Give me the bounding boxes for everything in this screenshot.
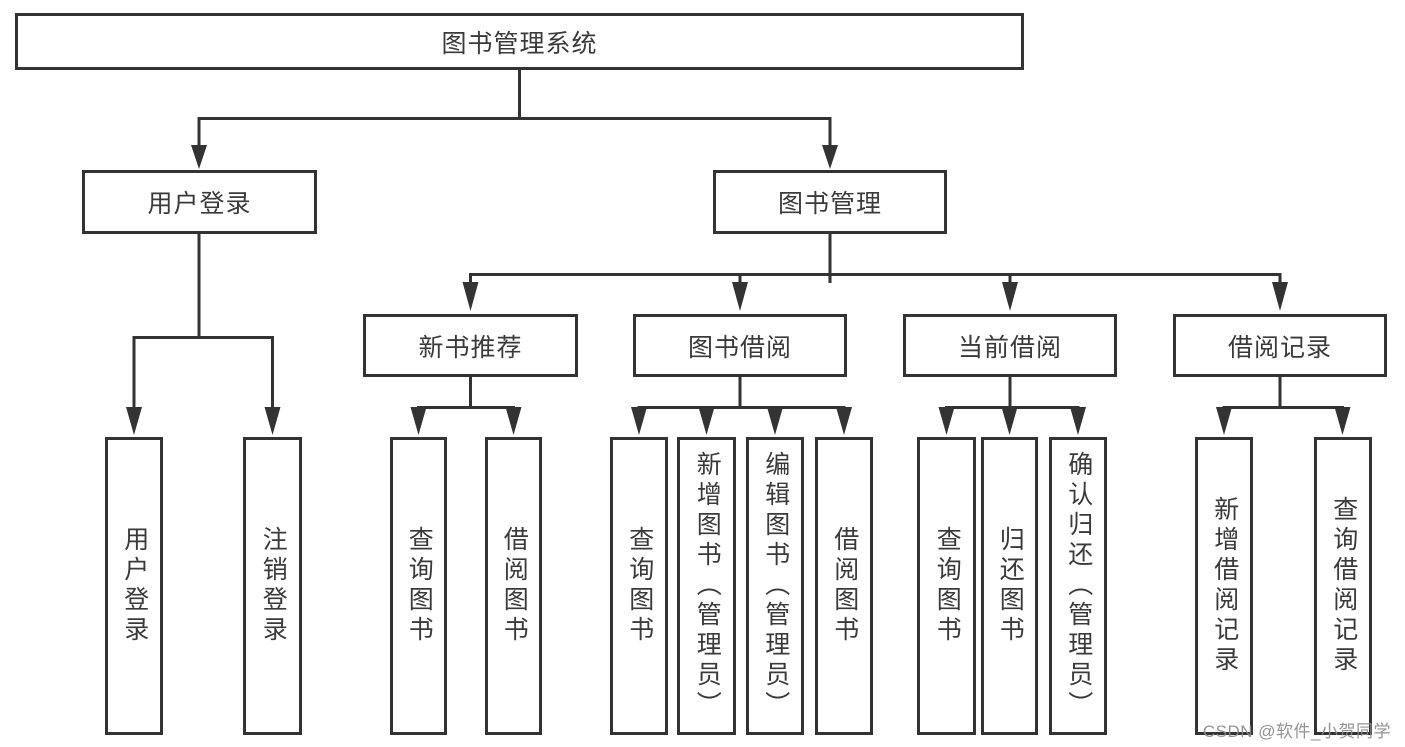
leaf-label: 归还图书 [996, 526, 1025, 646]
leaf-label: 编辑图书（管理员） [761, 451, 790, 721]
leaf-label: 用户登录 [120, 526, 149, 646]
node-user-login: 用户登录 [82, 170, 317, 234]
leaf-confirm-return-admin: 确认归还（管理员） [1049, 437, 1107, 735]
leaf-query-books-recommend: 查询图书 [390, 437, 447, 735]
leaf-label: 查询图书 [405, 526, 434, 646]
leaf-add-books-admin: 新增图书（管理员） [677, 437, 736, 735]
leaf-label: 新增借阅记录 [1210, 496, 1239, 676]
node-label: 图书管理系统 [441, 29, 598, 58]
leaf-logout: 注销登录 [243, 437, 302, 735]
leaf-borrow-books: 借阅图书 [815, 437, 873, 735]
node-book-management: 图书管理 [713, 170, 947, 234]
leaf-label: 借阅图书 [500, 526, 529, 646]
node-current-borrowing: 当前借阅 [903, 314, 1117, 377]
leaf-label: 查询图书 [933, 526, 962, 646]
node-new-book-recommend: 新书推荐 [363, 314, 578, 377]
csdn-watermark: CSDN @软件_小贺同学 [1202, 722, 1391, 741]
leaf-edit-books-admin: 编辑图书（管理员） [746, 437, 804, 735]
leaf-add-borrow-record: 新增借阅记录 [1195, 437, 1253, 735]
leaf-query-borrow-record: 查询借阅记录 [1314, 437, 1372, 735]
leaf-label: 确认归还（管理员） [1064, 451, 1093, 721]
leaf-label: 借阅图书 [830, 526, 859, 646]
leaf-label: 注销登录 [259, 526, 288, 646]
leaf-borrow-books-recommend: 借阅图书 [485, 437, 542, 735]
leaf-query-books-borrowing: 查询图书 [610, 437, 668, 735]
node-label: 当前借阅 [957, 333, 1062, 362]
node-label: 用户登录 [147, 190, 252, 218]
node-root: 图书管理系统 [15, 13, 1024, 70]
node-book-borrowing: 图书借阅 [633, 314, 847, 377]
leaf-label: 新增图书（管理员） [693, 451, 722, 721]
node-label: 新书推荐 [418, 333, 523, 362]
leaf-query-books-current: 查询图书 [917, 437, 976, 735]
node-label: 图书管理 [777, 190, 882, 218]
leaf-return-books: 归还图书 [981, 437, 1038, 735]
leaf-label: 查询图书 [625, 526, 654, 646]
node-label: 借阅记录 [1227, 333, 1332, 362]
leaf-user-login: 用户登录 [105, 437, 163, 735]
node-borrowing-records: 借阅记录 [1173, 314, 1387, 377]
leaf-label: 查询借阅记录 [1329, 496, 1358, 676]
node-label: 图书借阅 [687, 333, 792, 362]
